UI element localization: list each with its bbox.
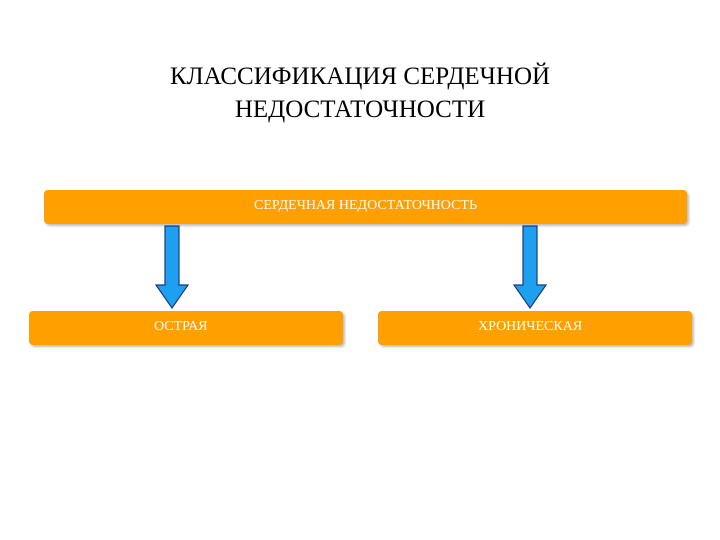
arrow-down-right — [513, 225, 547, 309]
root-box-label: СЕРДЕЧНАЯ НЕДОСТАТОЧНОСТЬ — [254, 198, 477, 213]
child-box-chronic: ХРОНИЧЕСКАЯ — [378, 311, 692, 345]
arrow-down-left-shape — [155, 225, 189, 309]
child-box-acute-label: ОСТРАЯ — [154, 319, 208, 334]
title-line-2: НЕДОСТАТОЧНОСТИ — [234, 96, 486, 123]
arrow-down-left — [155, 225, 189, 309]
root-box-heart-failure: СЕРДЕЧНАЯ НЕДОСТАТОЧНОСТЬ — [44, 190, 687, 224]
title-line-1: КЛАССИФИКАЦИЯ СЕРДЕЧНОЙ — [169, 63, 551, 90]
child-box-acute: ОСТРАЯ — [29, 311, 343, 345]
arrow-down-right-shape — [513, 225, 547, 309]
slide-title: КЛАССИФИКАЦИЯ СЕРДЕЧНОЙ НЕДОСТАТОЧНОСТИ — [0, 60, 720, 126]
child-box-chronic-label: ХРОНИЧЕСКАЯ — [478, 319, 583, 334]
